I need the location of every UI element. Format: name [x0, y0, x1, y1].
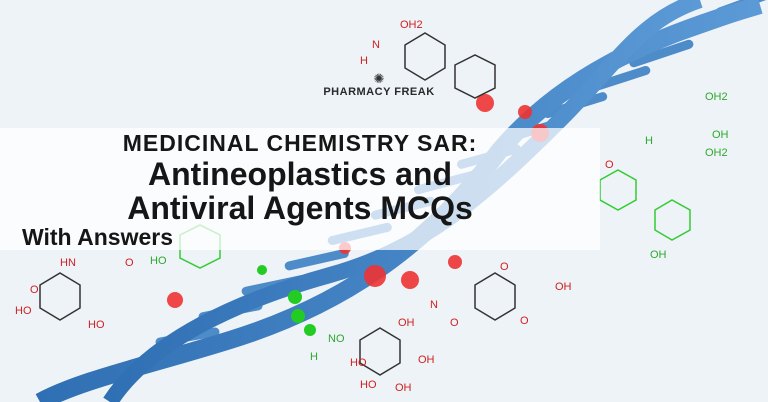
- atom-label: O: [30, 284, 39, 296]
- atom-label: HO: [360, 379, 377, 391]
- atom-label: HO: [15, 305, 32, 317]
- title-line-4: With Answers: [22, 224, 174, 250]
- atom-label: O: [450, 317, 459, 329]
- atom-label: HN: [60, 257, 76, 269]
- atom-label: HO: [350, 357, 367, 369]
- title-line-3: Antiviral Agents MCQs: [127, 190, 473, 226]
- atom-label: N: [372, 39, 380, 51]
- helix-rung: [629, 39, 694, 68]
- atom-label: OH: [555, 281, 572, 293]
- atom-label: OH: [398, 317, 415, 329]
- atom-label: OH: [395, 382, 412, 394]
- atom-label: OH: [650, 249, 667, 261]
- brain-logo-icon: ✺: [373, 71, 385, 86]
- atom-label: H: [310, 351, 318, 363]
- atom-label: NO: [328, 333, 345, 345]
- title-band: [0, 128, 600, 250]
- atom-label: HO: [88, 319, 105, 331]
- title-line-2: Antineoplastics and: [147, 156, 453, 192]
- atom-label: OH2: [705, 91, 728, 103]
- title-line-1: MEDICINAL CHEMISTRY SAR:: [122, 130, 478, 156]
- atom-label: O: [125, 257, 134, 269]
- atom-label: O: [500, 261, 509, 273]
- atom-label: O: [605, 159, 614, 171]
- atom-label: HO: [150, 255, 167, 267]
- atom-label: OH2: [400, 19, 423, 31]
- atom-label: H: [645, 135, 653, 147]
- brand-name: PHARMACY FREAK: [323, 86, 435, 99]
- atom-label: H: [360, 55, 368, 67]
- helix-rung: [284, 249, 349, 271]
- atom-label: O: [520, 315, 529, 327]
- atom-label: OH2: [705, 147, 728, 159]
- atom-label: OH: [712, 129, 729, 141]
- atom-label: N: [430, 299, 438, 311]
- brand-logo: ✺ PHARMACY FREAK: [308, 71, 450, 99]
- atom-label: OH: [418, 354, 435, 366]
